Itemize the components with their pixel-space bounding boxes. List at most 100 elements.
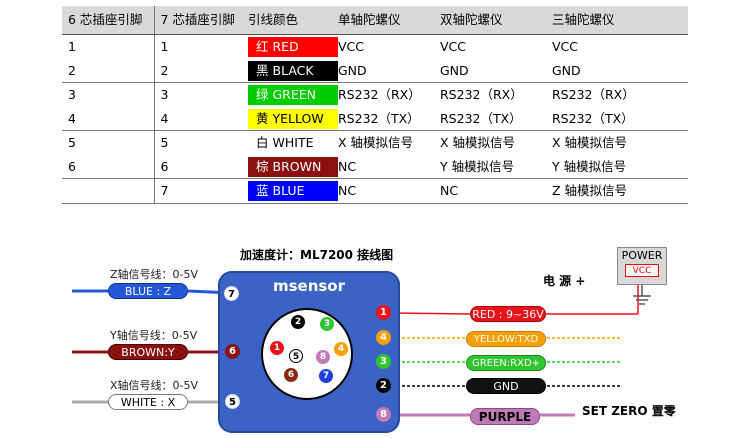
cell-wire-color: 黑 BLACK (242, 59, 338, 83)
wire-color-en: YELLOW (272, 110, 324, 126)
cell-pin6: 5 (62, 130, 155, 155)
cell-pin7: 2 (160, 62, 169, 78)
connector-pin-5: 5 (289, 349, 303, 363)
table-row: 2 2 黑 BLACK GND GND GND (62, 58, 688, 83)
header-triple-axis: 三轴陀螺仪 (546, 6, 688, 35)
wire-color-swatch: 黄 YELLOW (248, 108, 338, 129)
cell-dual: GND (440, 62, 469, 78)
table-row: 7 蓝 BLUE NC NC Z 轴模拟信号 (62, 178, 688, 204)
cell-triple: Y 轴模拟信号 (552, 158, 627, 174)
wire-label-yellow: YELLOW:TXD (466, 331, 546, 347)
table-row: 5 5 白 WHITE X 轴模拟信号 X 轴模拟信号 X 轴模拟信号 (62, 130, 688, 155)
signal-label-x: X轴信号线：0-5V (110, 379, 199, 392)
table-row: 6 6 棕 BROWN NC Y 轴模拟信号 Y 轴模拟信号 (62, 154, 688, 179)
ground-icon (633, 285, 651, 305)
cell-dual: NC (434, 178, 546, 204)
cell-wire-color: 蓝 BLUE (242, 178, 338, 204)
connector-pin-6: 6 (284, 368, 298, 382)
wire-color-en: RED (272, 39, 299, 54)
side-pin-1: 1 (376, 305, 391, 320)
cell-pin7: 7 (154, 178, 242, 204)
connector-pin-7: 7 (319, 369, 333, 383)
header-wire-color: 引线颜色 (242, 6, 332, 35)
side-pin-8: 8 (376, 407, 391, 422)
wire-label-red: RED : 9~36V (470, 306, 546, 322)
cell-single: NC (338, 158, 357, 174)
wire-label-green: GREEN:RXD+ (466, 355, 546, 371)
wire-red-left (391, 312, 471, 315)
cell-pin6: 4 (62, 106, 155, 131)
side-pin-5: 5 (225, 394, 240, 409)
cell-single: RS232（TX） (338, 110, 420, 126)
table-row: 1 1 红 RED VCC VCC VCC (62, 34, 688, 59)
cell-dual: VCC (440, 39, 467, 54)
wire-color-cn: 黄 (256, 110, 269, 126)
cell-pin6 (62, 178, 155, 204)
header-single-axis: 单轴陀螺仪 (332, 6, 434, 35)
wire-color-cn: 绿 (256, 87, 269, 102)
table-header-row: 6 芯插座引脚 7 芯插座引脚 引线颜色 单轴陀螺仪 双轴陀螺仪 三轴陀螺仪 (62, 6, 688, 35)
wire-color-swatch: 绿 GREEN (248, 85, 338, 105)
cell-pin6: 1 (62, 34, 155, 59)
wire-label-purple: PURPLE (470, 408, 540, 425)
side-pin-7: 7 (224, 286, 239, 301)
wire-color-swatch: 黑 BLACK (248, 60, 338, 81)
wire-color-swatch: 白 WHITE (248, 133, 338, 153)
wire-label-gnd: GND (466, 378, 546, 394)
cell-single: GND (338, 62, 367, 78)
wire-color-cn: 蓝 (256, 183, 269, 198)
cell-single: VCC (338, 39, 365, 54)
side-pin-6: 6 (225, 344, 240, 359)
cell-pin7: 1 (160, 39, 169, 54)
wire-color-en: WHITE (272, 135, 314, 150)
side-pin-4: 4 (376, 330, 391, 345)
side-pin-3: 3 (376, 354, 391, 369)
sensor-name: msensor (272, 277, 346, 295)
wire-color-cn: 黑 (256, 62, 269, 78)
wire-color-swatch: 蓝 BLUE (248, 181, 338, 201)
power-box-label: POWER (621, 249, 663, 262)
wire-color-swatch: 红 RED (248, 37, 338, 57)
power-supply-label: 电 源 + (543, 274, 586, 288)
cell-pin7: 5 (154, 130, 242, 155)
cell-single: NC (332, 178, 434, 204)
wire-color-swatch: 棕 BROWN (248, 156, 338, 177)
wire-color-cn: 白 (256, 135, 269, 150)
cell-wire-color: 棕 BROWN (242, 155, 338, 179)
wire-color-en: BLACK (272, 62, 314, 78)
cell-single: X 轴模拟信号 (332, 130, 434, 155)
cell-triple: RS232（RX） (546, 82, 688, 107)
wire-color-en: BROWN (272, 158, 322, 174)
table-row: 4 4 黄 YELLOW RS232（TX） RS232（TX） RS232（T… (62, 106, 688, 131)
cell-pin7: 4 (160, 110, 169, 126)
wire-color-cn: 棕 (256, 158, 269, 174)
cell-triple: RS232（TX） (552, 110, 634, 126)
cell-triple: Z 轴模拟信号 (546, 178, 688, 204)
wire-cap-brown: BROWN:Y (108, 344, 188, 360)
cell-wire-color: 白 WHITE (242, 130, 338, 155)
connector-pin-3: 3 (320, 317, 334, 331)
header-pin7: 7 芯插座引脚 (154, 6, 242, 35)
connector-pin-4: 4 (334, 342, 348, 356)
cell-pin7: 6 (160, 158, 169, 174)
set-zero-label: SET ZERO 置零 (582, 404, 676, 418)
signal-label-z: Z轴信号线：0-5V (110, 268, 199, 281)
diagram-title: 加速度计：ML7200 接线图 (240, 248, 394, 262)
connector-pin-2: 2 (291, 315, 305, 329)
cell-wire-color: 黄 YELLOW (242, 107, 338, 131)
wire-cap-blue: BLUE : Z (108, 283, 188, 299)
side-pin-2: 2 (376, 378, 391, 393)
wire-color-en: BLUE (272, 183, 305, 198)
power-vcc-label: VCC (625, 264, 659, 277)
cell-triple: GND (552, 62, 581, 78)
cell-pin7: 3 (154, 82, 242, 107)
cell-wire-color: 绿 GREEN (242, 82, 338, 107)
cell-dual: Y 轴模拟信号 (440, 158, 515, 174)
wire-color-cn: 红 (256, 39, 269, 54)
table-row: 3 3 绿 GREEN RS232（RX） RS232（RX） RS232（RX… (62, 82, 688, 107)
cell-dual: RS232（RX） (434, 82, 546, 107)
header-pin6: 6 芯插座引脚 (62, 6, 155, 35)
cell-wire-color: 红 RED (242, 35, 338, 59)
cell-dual: X 轴模拟信号 (434, 130, 546, 155)
cell-pin6: 6 (62, 154, 155, 179)
